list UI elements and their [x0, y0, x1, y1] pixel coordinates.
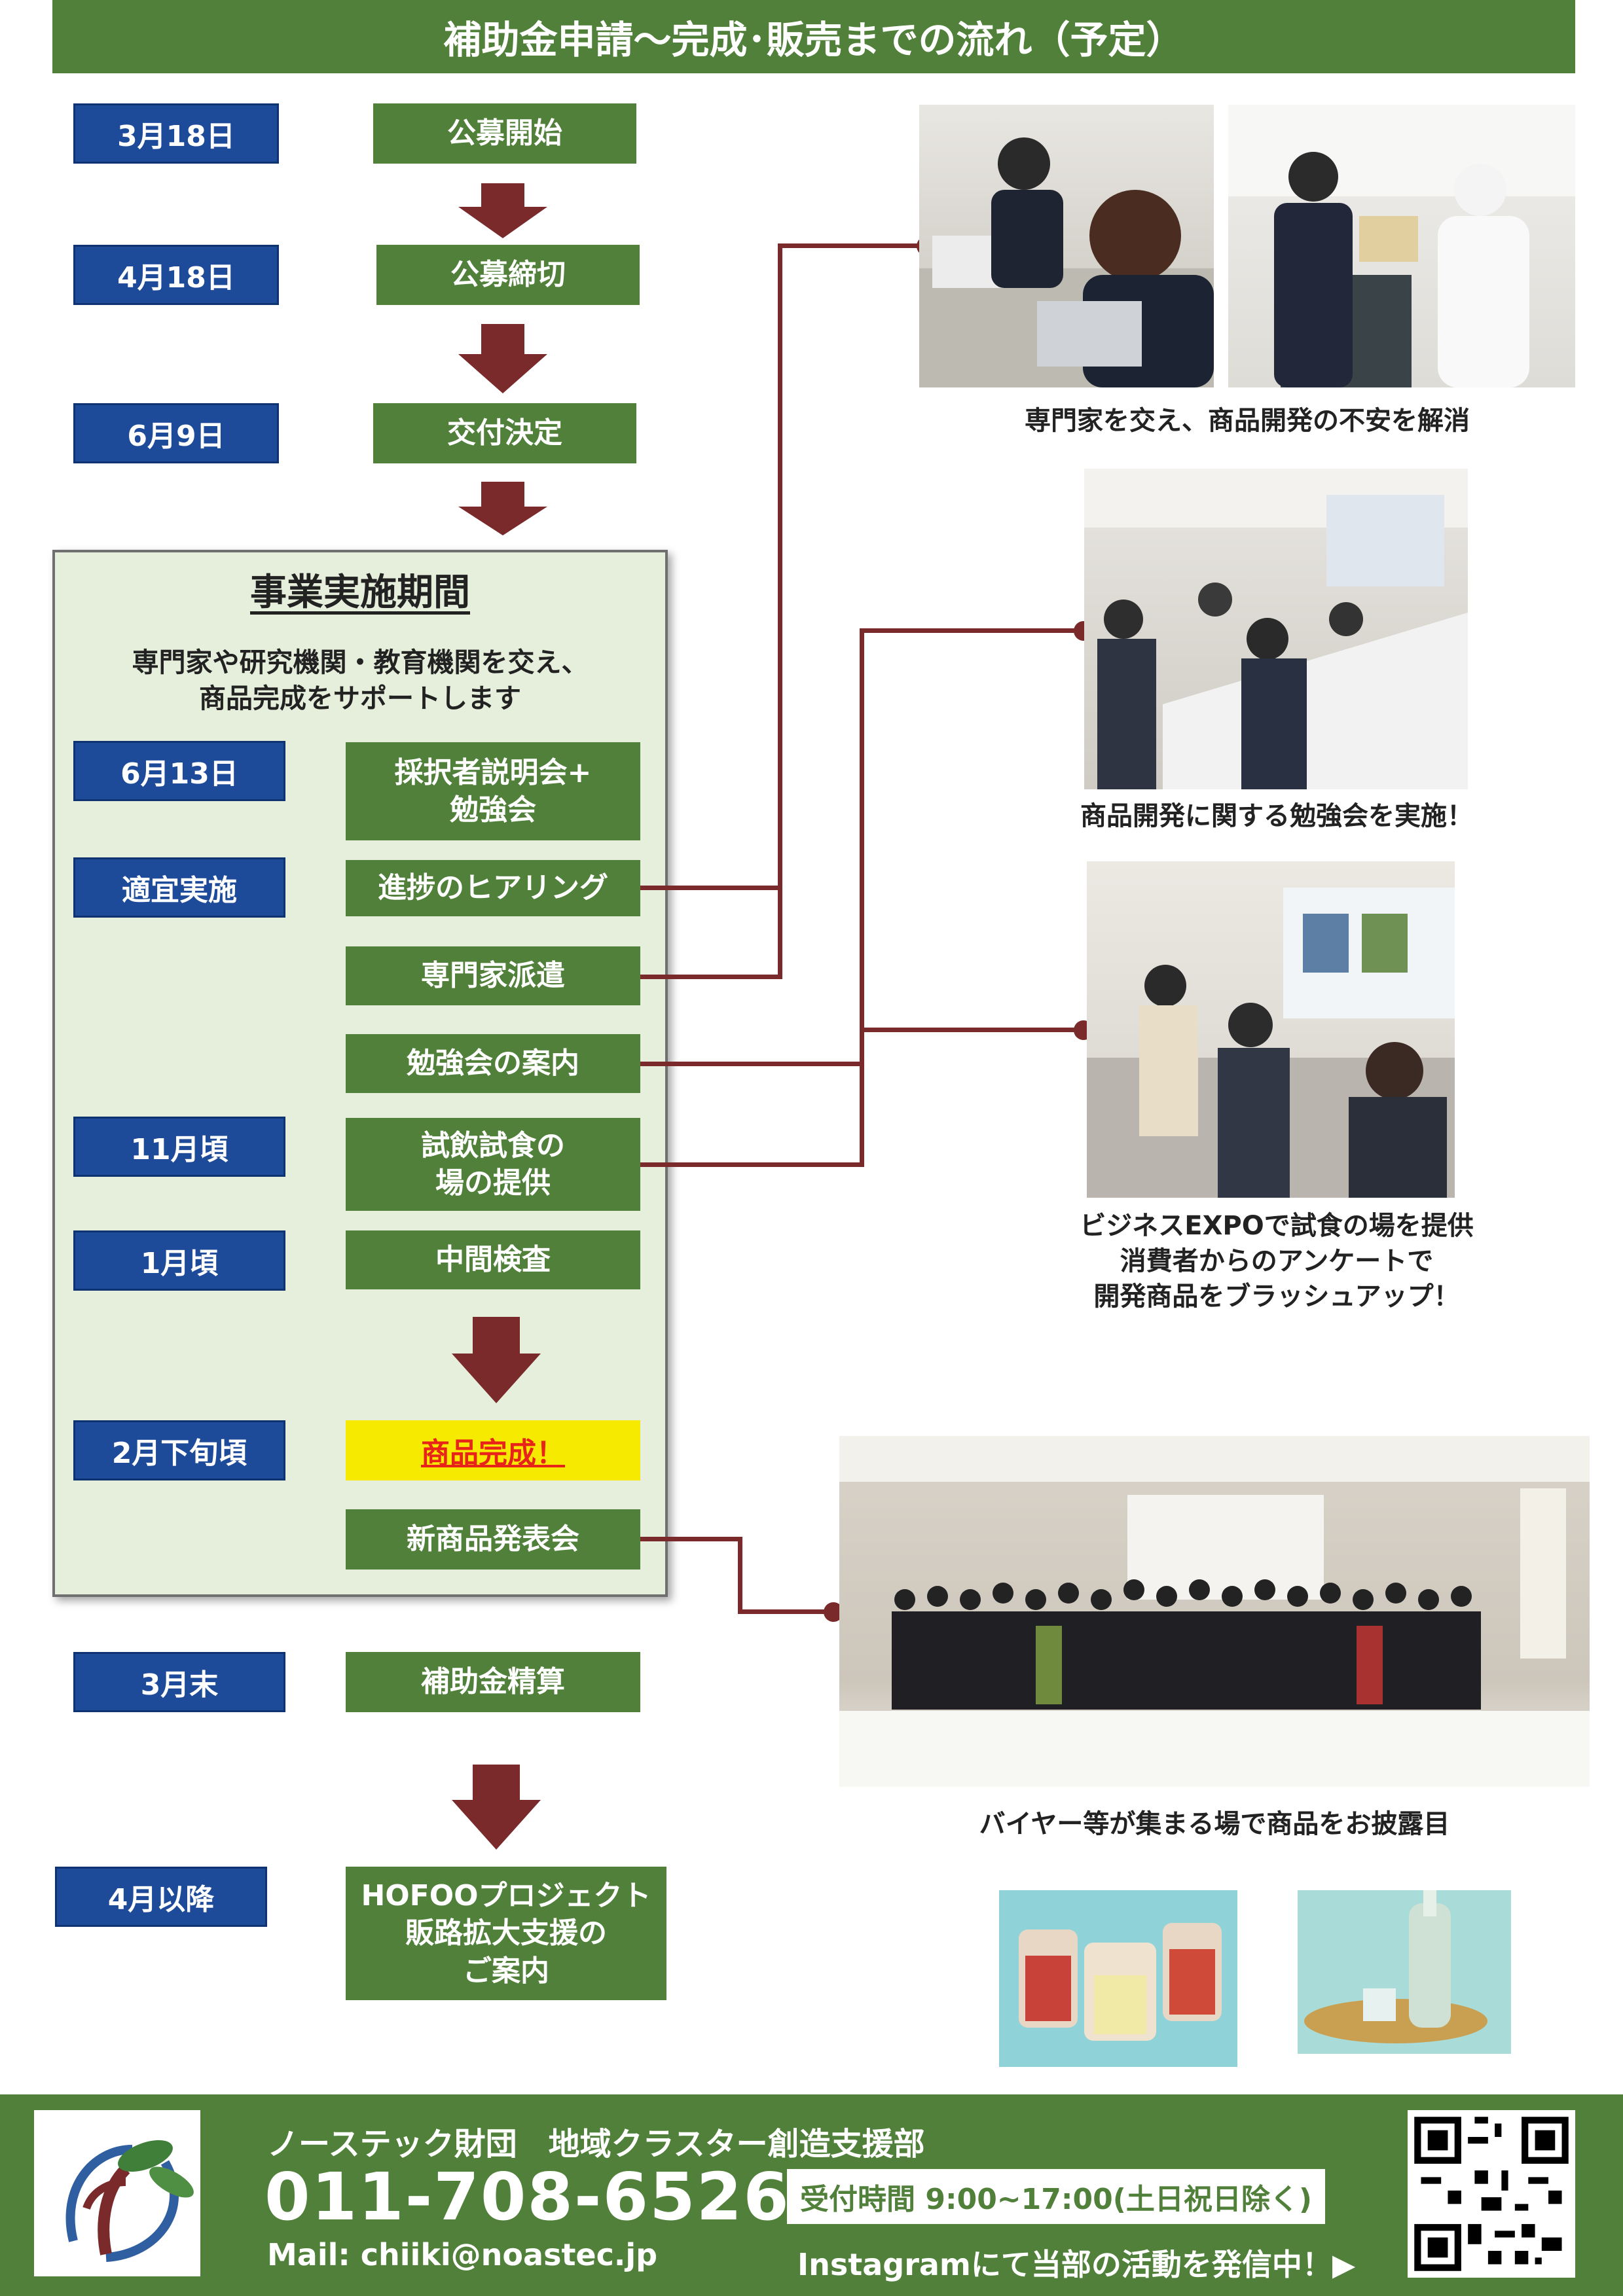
- step-subsidy-settlement: 補助金精算: [346, 1652, 640, 1712]
- footer-hours: 受付時間 9:00~17:00(土日祝日除く): [787, 2169, 1325, 2224]
- date-badge: 2月下旬頃: [73, 1420, 285, 1480]
- product-complete-label: 商品完成！: [421, 1437, 565, 1470]
- footer-instagram: Instagramにて当部の活動を発信中！▶: [797, 2247, 1356, 2282]
- footer-phone[interactable]: 011-708-6526: [264, 2159, 790, 2235]
- date-badge: 11月頃: [73, 1117, 285, 1177]
- date-badge: 3月18日: [73, 103, 279, 164]
- date-badge: 1月頃: [73, 1230, 285, 1291]
- caption-photo2: 商品開発に関する勉強会を実施！: [1080, 801, 1473, 831]
- photo-pickle-jars: [999, 1890, 1237, 2067]
- photo-expert-meeting: [919, 105, 1214, 387]
- qr-code[interactable]: [1408, 2110, 1575, 2278]
- step-product-complete: 商品完成！: [346, 1420, 640, 1480]
- photo-sake-bottle: [1298, 1890, 1511, 2054]
- caption-photo3: ビジネスEXPOで試食の場を提供 消費者からのアンケートで 開発商品をブラッシュ…: [1080, 1211, 1474, 1312]
- period-title: 事業実施期間: [250, 571, 470, 614]
- photo-new-product-presentation: [839, 1436, 1590, 1787]
- step-expert-dispatch: 専門家派遣: [346, 946, 640, 1005]
- photo-study-session: [1084, 469, 1468, 789]
- step-kofu-kettei: 交付決定: [373, 403, 636, 463]
- period-description: 専門家や研究機関・教育機関を交え、 商品完成をサポートします: [132, 647, 589, 715]
- photo-product-inspection: [1228, 105, 1575, 387]
- step-new-product-presentation: 新商品発表会: [346, 1509, 640, 1570]
- step-interim-inspection: 中間検査: [346, 1230, 640, 1289]
- header-bar: 補助金申請〜完成･販売までの流れ（予定）: [52, 0, 1575, 73]
- footer-org: ノーステック財団 地域クラスター創造支援部: [267, 2126, 925, 2162]
- footer-mail[interactable]: Mail: chiiki@noastec.jp: [267, 2237, 658, 2272]
- date-badge: 適宜実施: [73, 857, 285, 918]
- step-tasting-place: 試飲試食の 場の提供: [346, 1118, 640, 1211]
- step-progress-hearing: 進捗のヒアリング: [346, 860, 640, 916]
- caption-photo4: バイヤー等が集まる場で商品をお披露目: [979, 1809, 1450, 1839]
- step-hofoo-project: HOFOOプロジェクト 販路拡大支援の ご案内: [346, 1867, 666, 2000]
- caption-photo1: 専門家を交え、商品開発の不安を解消: [1025, 406, 1470, 436]
- step-briefing: 採択者説明会+ 勉強会: [346, 742, 640, 840]
- page-title: 補助金申請〜完成･販売までの流れ（予定）: [443, 18, 1184, 62]
- foundation-logo: [34, 2110, 200, 2276]
- date-badge: 6月13日: [73, 741, 285, 801]
- step-study-guide: 勉強会の案内: [346, 1034, 640, 1093]
- date-badge: 3月末: [73, 1652, 285, 1712]
- step-kobo-deadline: 公募締切: [376, 245, 640, 305]
- date-badge: 4月18日: [73, 245, 279, 305]
- step-kobo-start: 公募開始: [373, 103, 636, 164]
- photo-business-expo: [1087, 861, 1455, 1198]
- date-badge: 6月9日: [73, 403, 279, 463]
- date-badge: 4月以降: [55, 1867, 267, 1927]
